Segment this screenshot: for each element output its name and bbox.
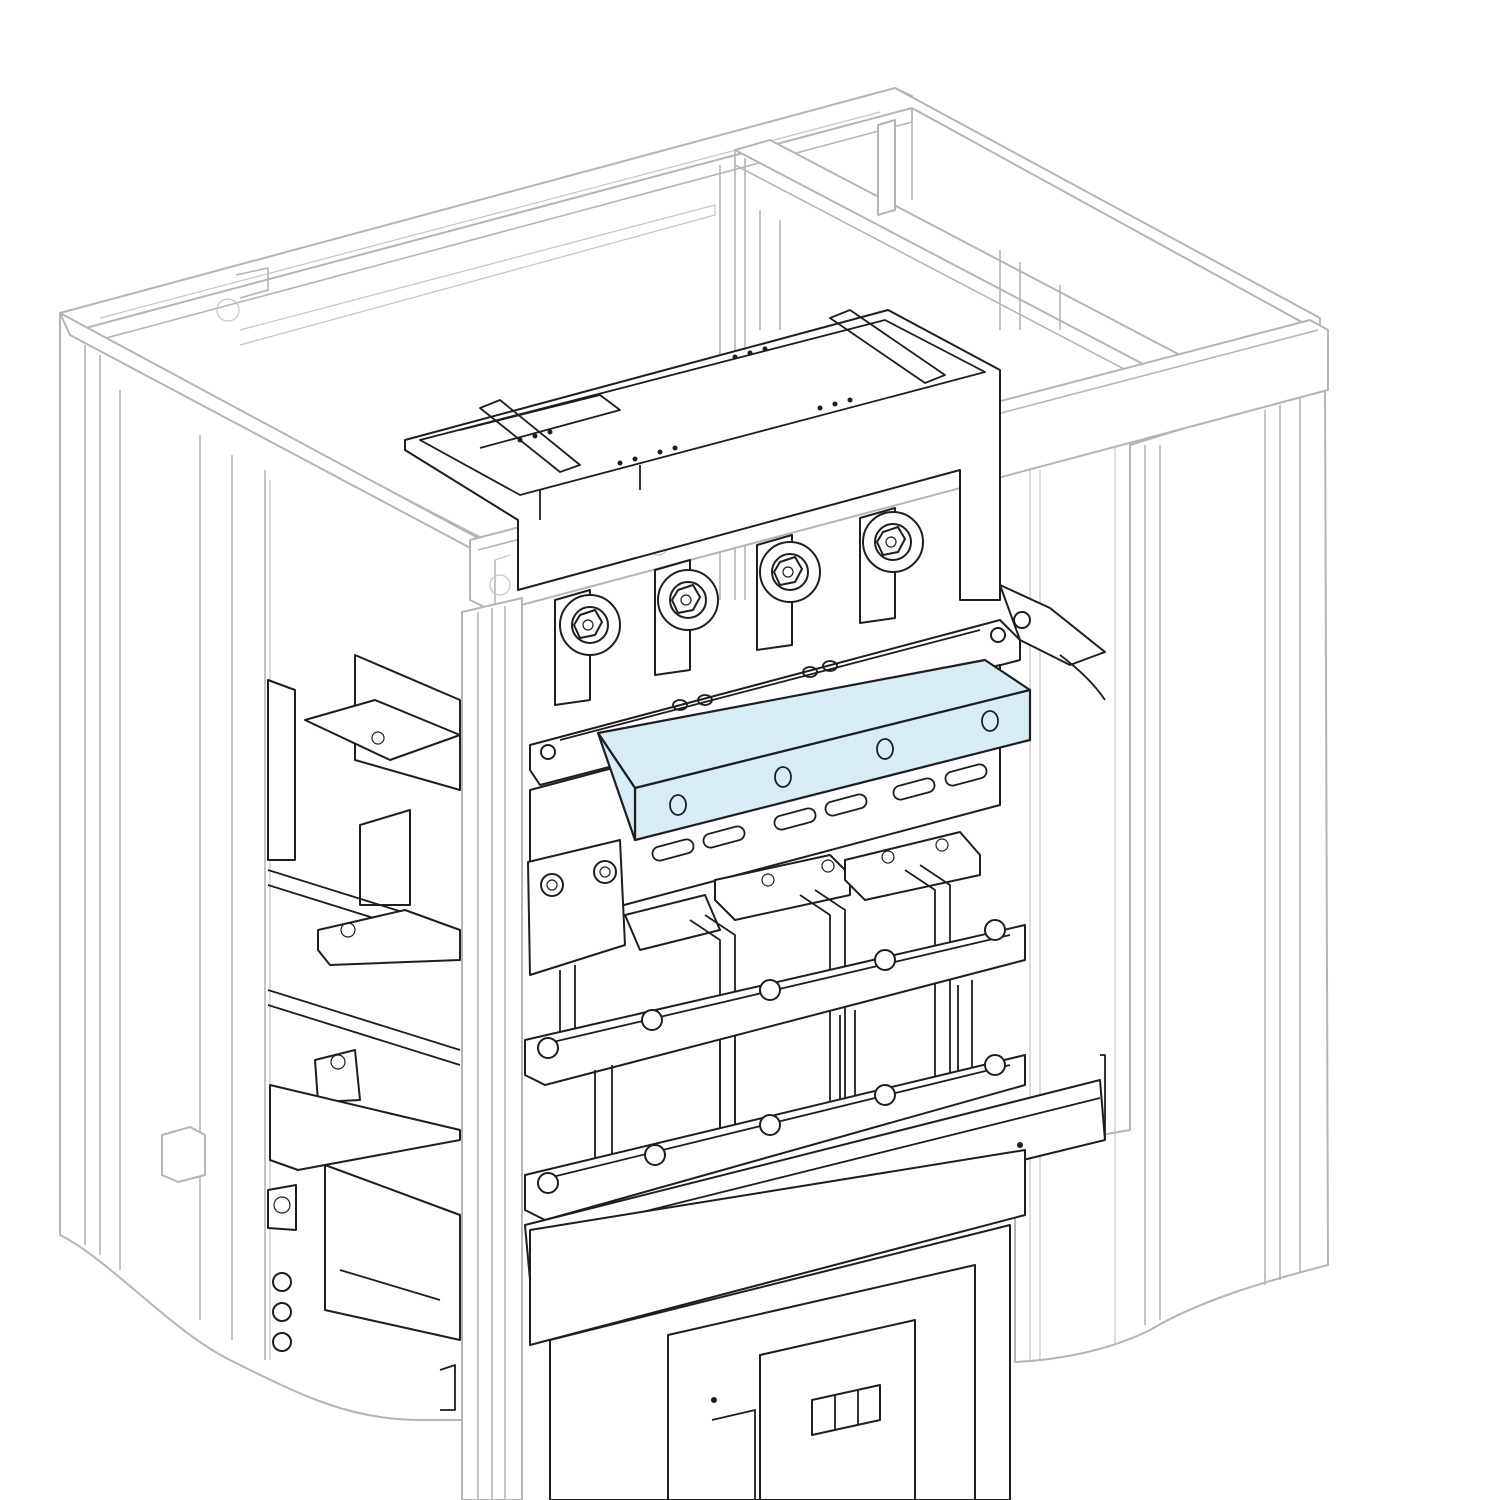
support-mounting-holes	[669, 710, 999, 816]
bracket-slots	[651, 763, 988, 862]
mounting-holes	[517, 346, 853, 466]
highlighted-busbar-support[interactable]	[596, 658, 1032, 842]
internal-components	[267, 309, 1106, 1500]
left-terminal-nuts	[272, 1272, 292, 1352]
cable-lugs	[554, 507, 924, 706]
